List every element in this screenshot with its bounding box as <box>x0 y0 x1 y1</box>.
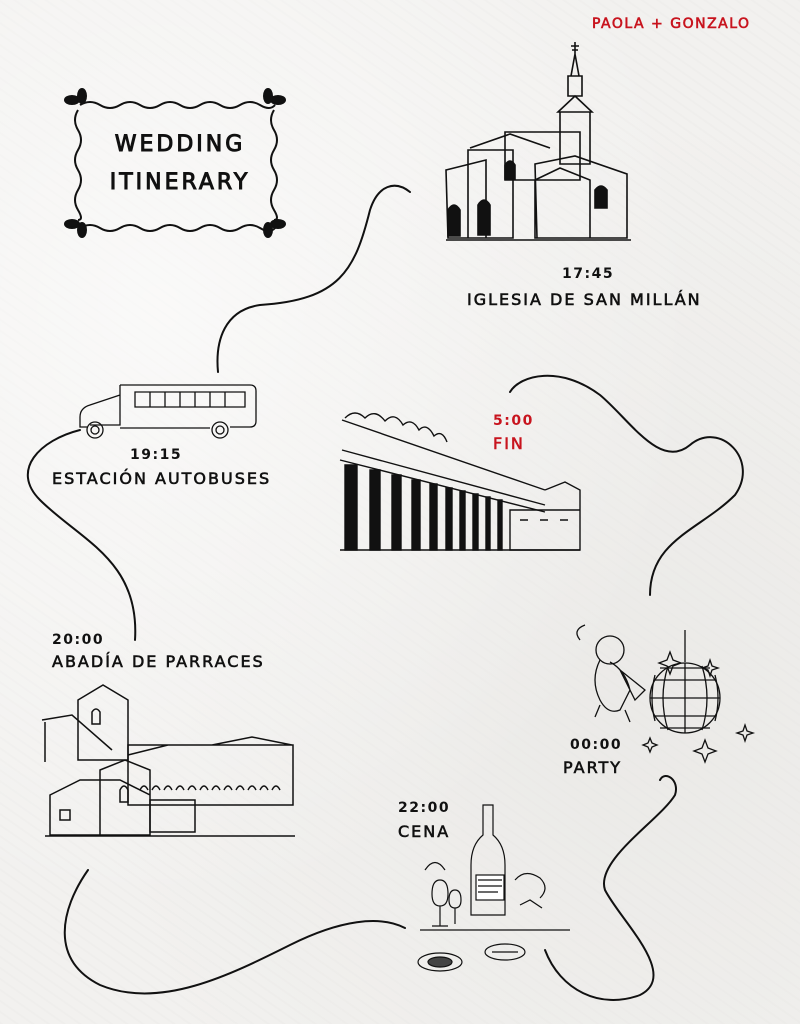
event-place: PARTY <box>563 758 623 778</box>
couple-names: PAOLA + GONZALO <box>592 16 751 33</box>
event-place: ABADÍA DE PARRACES <box>52 652 265 672</box>
event-time: 19:15 <box>130 447 183 463</box>
event-time: 00:00 <box>570 737 623 753</box>
event-time: 5:00 <box>493 413 534 429</box>
event-time: 22:00 <box>398 800 451 816</box>
title-line-2: ITINERARY <box>109 170 251 196</box>
event-place: IGLESIA DE SAN MILLÁN <box>467 290 702 310</box>
event-place: ESTACIÓN AUTOBUSES <box>52 469 272 489</box>
event-place: CENA <box>398 822 451 842</box>
title-line-1: WEDDING <box>114 132 246 158</box>
event-time: 20:00 <box>52 632 105 648</box>
event-place: FIN <box>493 434 525 454</box>
page-title: WEDDING ITINERARY <box>90 126 270 202</box>
event-time: 17:45 <box>562 266 615 282</box>
